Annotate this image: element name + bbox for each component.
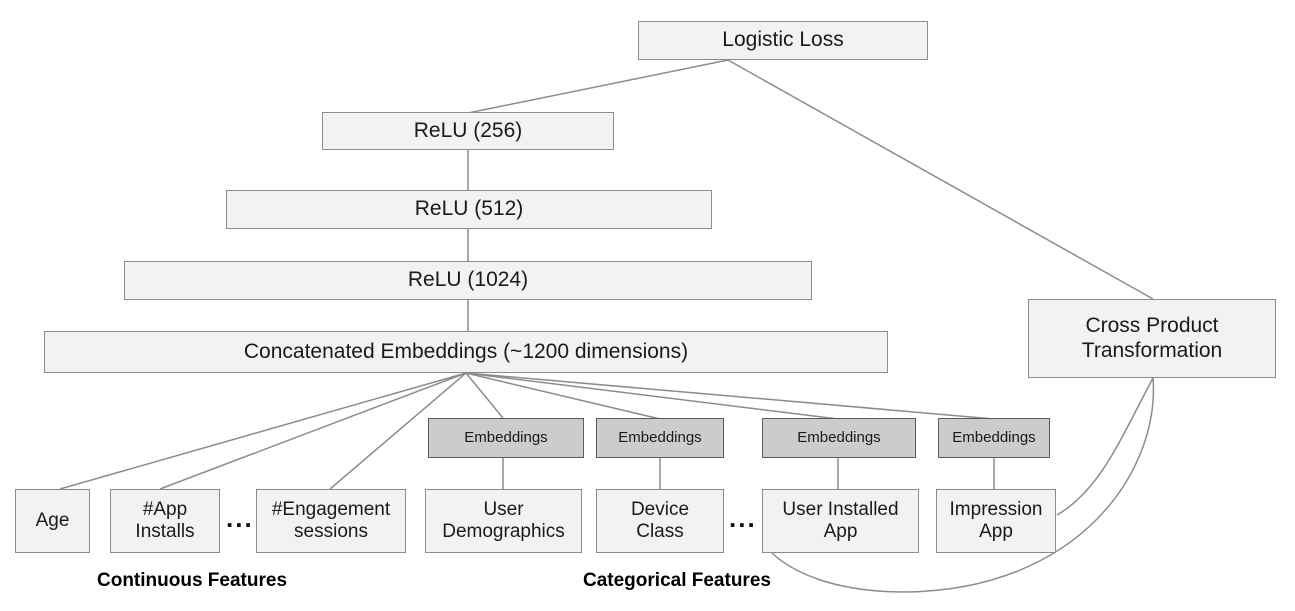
node-feature-engagement-sessions[interactable]: #Engagement sessions: [256, 489, 406, 553]
node-feature-user-installed-app[interactable]: User Installed App: [762, 489, 919, 553]
feature-age-line-1: Age: [35, 509, 70, 531]
edge-concat-to-embeddings-2: [465, 372, 661, 420]
feature-device-class-line-1: Device: [630, 498, 690, 520]
node-logistic-loss[interactable]: Logistic Loss: [638, 21, 928, 60]
node-embeddings-2[interactable]: Embeddings: [596, 418, 724, 458]
edge-cross-product-to-user-installed-app: [771, 377, 1155, 593]
node-feature-impression-app[interactable]: Impression App: [936, 489, 1056, 553]
edge-cross-product-to-impression-app: [1056, 377, 1154, 516]
caption-continuous-features: Continuous Features: [97, 570, 288, 591]
feature-impression-app-line-1: Impression: [949, 498, 1043, 520]
feature-engagement-sessions-line-1: #Engagement: [271, 498, 391, 520]
cross-product-line-2: Transformation: [1081, 338, 1223, 362]
edge-concat-to-app-installs: [159, 372, 467, 490]
edge-concat-to-embeddings-4: [465, 372, 995, 420]
cross-product-line-1: Cross Product: [1085, 313, 1219, 337]
node-feature-user-demographics[interactable]: User Demographics: [425, 489, 582, 553]
node-feature-app-installs[interactable]: #App Installs: [110, 489, 220, 553]
node-feature-age[interactable]: Age: [15, 489, 90, 553]
feature-user-demographics-line-1: User: [483, 498, 524, 520]
node-relu-256[interactable]: ReLU (256): [322, 112, 614, 150]
node-relu-1024[interactable]: ReLU (1024): [124, 261, 812, 300]
ellipsis-continuous: ...: [226, 503, 254, 533]
edge-loss-to-relu256: [467, 59, 729, 114]
node-embeddings-4[interactable]: Embeddings: [938, 418, 1050, 458]
node-embeddings-1[interactable]: Embeddings: [428, 418, 584, 458]
node-cross-product-transformation[interactable]: Cross Product Transformation: [1028, 299, 1276, 378]
feature-user-installed-app-line-2: App: [823, 521, 858, 542]
edge-concat-to-age: [59, 372, 467, 490]
feature-engagement-sessions-line-2: sessions: [294, 521, 368, 542]
edge-concat-to-embeddings-1: [465, 372, 504, 419]
node-concatenated-embeddings[interactable]: Concatenated Embeddings (~1200 dimension…: [44, 331, 888, 373]
feature-user-demographics-line-2: Demographics: [442, 521, 565, 542]
node-relu-512[interactable]: ReLU (512): [226, 190, 712, 229]
node-embeddings-3[interactable]: Embeddings: [762, 418, 916, 458]
node-feature-device-class[interactable]: Device Class: [596, 489, 724, 553]
feature-device-class-line-2: Class: [636, 521, 684, 542]
feature-app-installs-line-2: Installs: [135, 521, 195, 542]
feature-user-installed-app-line-1: User Installed: [782, 498, 899, 520]
edge-concat-to-embeddings-3: [465, 372, 839, 420]
caption-categorical-features: Categorical Features: [583, 570, 771, 591]
ellipsis-categorical: ...: [729, 503, 757, 533]
feature-app-installs-line-1: #App: [142, 498, 188, 520]
feature-impression-app-line-2: App: [979, 521, 1013, 542]
